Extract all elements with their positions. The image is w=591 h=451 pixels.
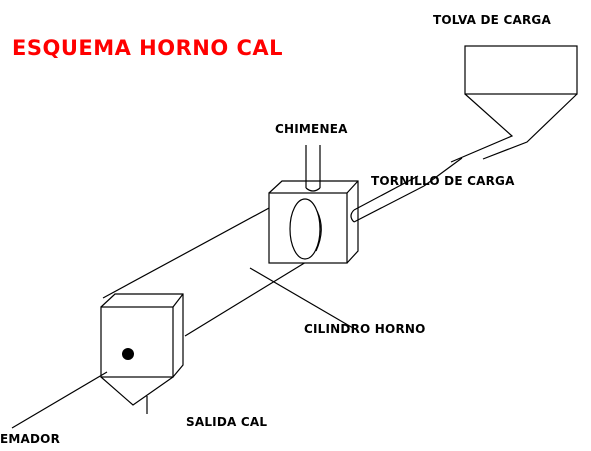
label-tolva: TOLVA DE CARGA xyxy=(433,13,551,27)
burner-chamber xyxy=(100,293,184,378)
kiln-cylinder xyxy=(102,194,312,337)
label-cilindro: CILINDRO HORNO xyxy=(304,322,426,336)
diagram-title: ESQUEMA HORNO CAL xyxy=(12,36,284,60)
chimney-pipe xyxy=(305,145,321,192)
label-chimenea: CHIMENEA xyxy=(275,122,348,136)
hopper-shape xyxy=(450,45,578,163)
label-quemador: EMADOR xyxy=(0,432,61,446)
label-tornillo: TORNILLO DE CARGA xyxy=(371,174,515,188)
cylinder-pointer xyxy=(249,267,354,329)
loading-chamber xyxy=(268,180,359,264)
label-salida: SALIDA CAL xyxy=(186,415,268,429)
screw-conveyor xyxy=(350,157,463,223)
burner-pointer xyxy=(11,371,108,429)
discharge-chute xyxy=(100,376,174,414)
